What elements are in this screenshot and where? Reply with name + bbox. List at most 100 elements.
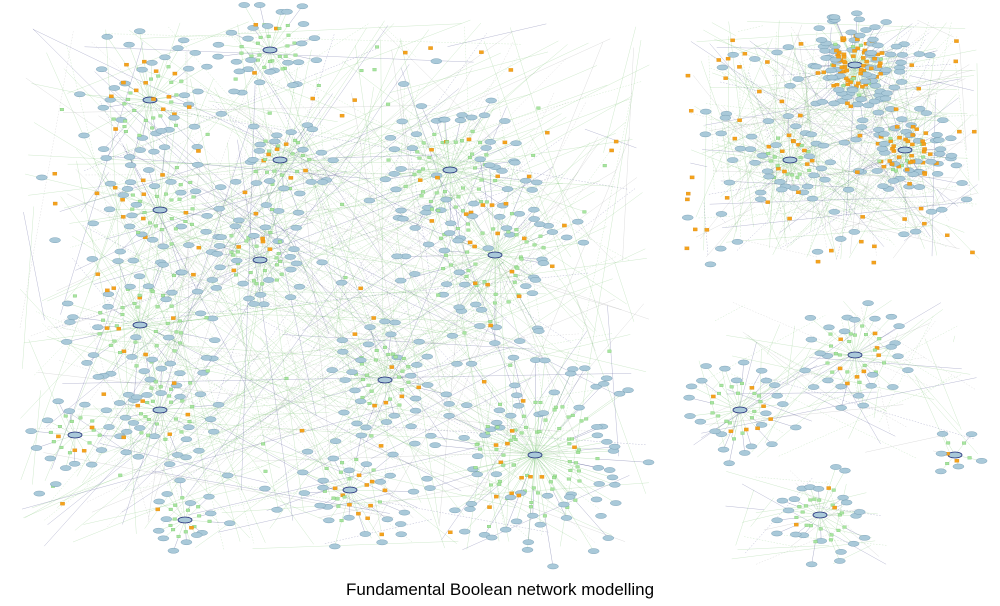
gene-node [282,59,294,66]
activation-edge [446,142,451,171]
gene-node [362,341,375,348]
interaction-node [277,26,282,30]
cross-link-edge [198,157,239,226]
interaction-node [421,167,426,171]
gene-node [893,323,905,329]
activation-edge [136,324,141,367]
cross-link-edge [56,38,611,292]
switch-node [855,170,860,174]
gene-node [567,366,579,372]
regulation-edge [429,473,478,489]
interaction-node [366,383,371,387]
gene-node [359,531,372,537]
cross-link-edge [763,376,974,439]
interaction-node [833,352,838,356]
cross-link-edge [211,438,281,469]
interaction-node [535,491,540,495]
interaction-node [552,476,557,480]
gene-node [440,391,452,398]
regulation-edge [788,116,790,136]
regulation-edge [92,258,114,289]
activation-edge [534,419,587,456]
regulation-edge [472,216,483,234]
interaction-node [497,482,502,486]
gene-node [726,157,739,163]
gene-node [539,357,551,364]
cross-link-edge [725,114,788,222]
cross-link-edge [732,42,768,56]
gene-node [292,209,305,216]
activation-edge [534,454,580,482]
hub-gene-node [527,451,543,459]
cross-link-edge [23,211,45,321]
regulation-edge [724,368,732,388]
activation-edge [890,129,906,151]
cross-link-edge [201,203,457,326]
cross-link-edge [216,178,528,485]
gene-node [934,146,947,153]
activation-edge [256,259,261,285]
interaction-node [101,318,106,322]
regulation-edge [448,415,488,434]
activation-edge [149,73,176,101]
regulation-edge [403,341,420,360]
cross-link-edge [603,26,636,153]
gene-node [87,220,99,227]
cross-link-edge [234,49,312,408]
regulation-edge [890,108,898,128]
gene-node [253,148,266,154]
interaction-node [263,469,268,473]
cross-link-edge [786,325,795,386]
cross-link-edge [20,165,135,480]
activation-edge [139,324,181,344]
gene-node [920,110,933,116]
gene-node [749,56,761,62]
gene-node [936,431,949,437]
interaction-node [443,253,448,257]
cross-link-edge [44,307,314,521]
activation-edge [326,468,351,491]
cross-link-edge [803,390,896,437]
cross-link-edge [915,375,951,454]
cross-link-edge [129,103,628,190]
hub-gene-node [152,406,168,414]
cross-link-edge [741,483,887,565]
interaction-node [851,76,856,80]
activation-edge [449,169,496,182]
gene-node [108,85,121,91]
gene-node [338,409,350,416]
activation-edge [139,324,157,347]
regulation-edge [279,11,288,30]
cross-link-edge [760,80,912,121]
switch-node [509,491,514,495]
cross-link-edge [42,323,206,475]
gene-node [595,513,607,519]
gene-node [388,171,400,177]
hub-gene-node [487,251,503,259]
interaction-node [249,54,254,58]
interaction-node [347,477,352,481]
interaction-node [205,369,210,373]
cross-link-edge [751,321,862,453]
cross-link-edge [288,349,395,431]
interaction-node [316,84,321,88]
gene-node [522,539,535,545]
activation-edge [149,99,177,126]
switch-node [111,286,117,290]
switch-node [874,346,880,350]
gene-node [792,76,804,82]
activation-edge [423,143,451,171]
cross-link-edge [286,284,647,372]
switch-node [358,286,363,291]
switch-node [467,240,473,245]
cross-link-edge [237,24,304,511]
gene-node [206,315,219,322]
cross-link-edge [167,173,244,340]
regulation-edge [421,106,435,135]
gene-node [862,300,874,306]
gene-node [130,334,142,341]
gene-node [395,521,407,527]
cross-link-edge [900,74,964,134]
switch-node [403,50,408,55]
gene-node [146,356,158,363]
